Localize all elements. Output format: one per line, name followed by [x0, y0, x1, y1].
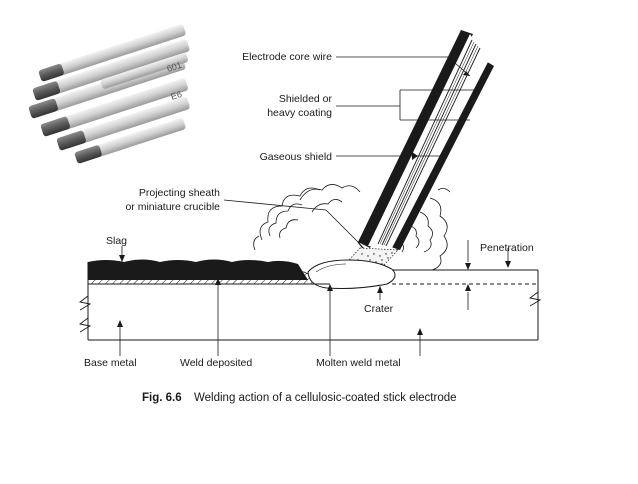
- molten-pool: [307, 259, 396, 289]
- label-crater: Crater: [364, 303, 394, 315]
- welding-electrodes-photo: 601 E6: [25, 24, 190, 164]
- caption-text: Welding action of a cellulosic-coated st…: [194, 392, 457, 404]
- weld-deposit: [87, 270, 331, 285]
- label-projecting-sheath-line2: or miniature crucible: [125, 201, 220, 213]
- gaseous-shield-cloud: [253, 184, 451, 271]
- label-penetration: Penetration: [480, 242, 534, 254]
- caption-figure-number: Fig. 6.6: [142, 392, 182, 404]
- leader-lines: [119, 56, 509, 356]
- label-weld-deposited: Weld deposited: [180, 357, 252, 369]
- label-shielded-line2: heavy coating: [267, 107, 332, 119]
- label-slag: Slag: [106, 235, 127, 247]
- figure-caption: Fig. 6.6 Welding action of a cellulosic-…: [142, 392, 457, 404]
- label-projecting-sheath-line1: Projecting sheath: [139, 187, 220, 199]
- label-electrode-core-wire: Electrode core wire: [242, 51, 332, 63]
- electrode-rods: [28, 24, 190, 164]
- label-shielded-line1: Shielded or: [279, 93, 333, 105]
- arrowheads: [117, 71, 511, 335]
- label-base-metal: Base metal: [84, 357, 137, 369]
- rod-print-601: 601: [166, 60, 183, 74]
- rod-print-e6: E6: [170, 89, 184, 102]
- electrode: [357, 30, 494, 254]
- label-gaseous-shield: Gaseous shield: [260, 151, 333, 163]
- workpiece: [78, 259, 542, 341]
- label-molten-weld-metal: Molten weld metal: [316, 357, 401, 369]
